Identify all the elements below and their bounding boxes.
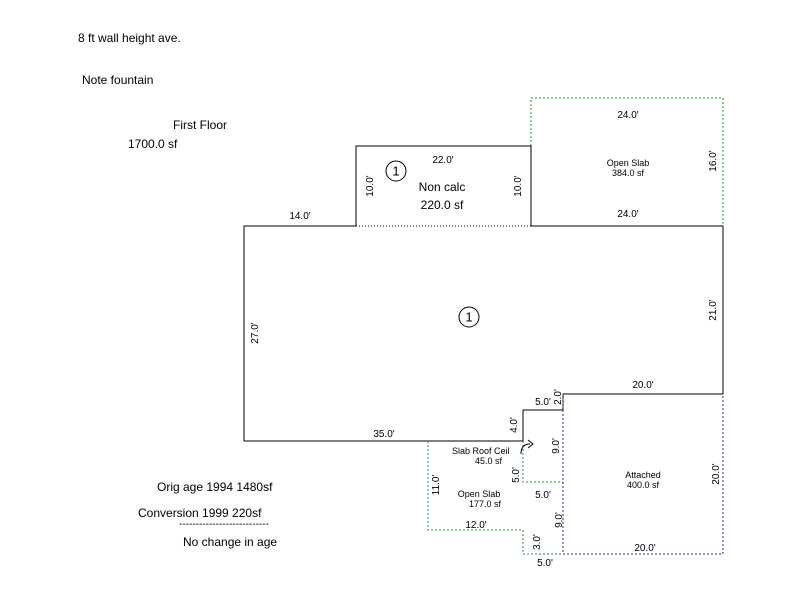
non-calc-marker: 1 — [385, 160, 407, 182]
dim-openslab2-left: 11.0' — [431, 475, 442, 496]
dim-slab-roof-top: 4.0' — [509, 417, 520, 433]
note-separator: --------------------------- — [179, 519, 269, 530]
dim-attached-left: 9.0' — [554, 512, 565, 528]
dim-notch-right: 2.0' — [553, 389, 564, 405]
main-area-marker: 1 — [458, 306, 480, 328]
open-slab-bottom-area — [427, 410, 564, 555]
floor-title: First Floor — [173, 118, 227, 132]
open-slab-top-label: Open Slab — [607, 158, 650, 168]
dim-main-right: 21.0' — [708, 299, 719, 320]
orig-age-note: Orig age 1994 1480sf — [157, 480, 273, 494]
dim-noncalc-top: 22.0' — [432, 155, 453, 166]
dim-main-bottom: 35.0' — [373, 429, 394, 440]
open-slab-top-area-value: 384.0 sf — [612, 168, 645, 178]
dim-main-right-step: 20.0' — [632, 380, 653, 391]
attached-label: Attached — [625, 470, 661, 480]
no-change-note: No change in age — [183, 535, 278, 549]
dim-openslab2-step: 3.0' — [532, 534, 543, 550]
floor-area: 1700.0 sf — [128, 137, 178, 151]
dim-noncalc-left: 10.0' — [365, 175, 376, 196]
dim-attached-bottom: 20.0' — [634, 543, 655, 554]
dim-openslab2-base: 5.0' — [537, 558, 553, 569]
dim-openslab-right: 16.0' — [708, 150, 719, 171]
wall-height-note: 8 ft wall height ave. — [78, 31, 181, 45]
dim-main-top: 14.0' — [289, 211, 310, 222]
dim-slab-roof-right: 9.0' — [551, 438, 562, 454]
dim-openslab2-bottom: 12.0' — [465, 520, 486, 531]
dim-main-left: 27.0' — [250, 322, 261, 343]
fountain-note: Note fountain — [82, 73, 154, 87]
dim-slab-roof-left: 5.0' — [511, 467, 522, 483]
conversion-note: Conversion 1999 220sf — [138, 506, 262, 520]
attached-area-value: 400.0 sf — [627, 480, 660, 490]
svg-text:1: 1 — [465, 310, 472, 325]
non-calc-area: 220.0 sf — [421, 198, 464, 212]
dim-attached-right: 20.0' — [711, 463, 722, 484]
dim-notch-top: 5.0' — [535, 397, 551, 408]
main-building-outline — [243, 145, 724, 442]
dim-openslab-top: 24.0' — [617, 110, 638, 121]
attached-area — [562, 394, 724, 555]
open-slab-bottom-area-value: 177.0 sf — [469, 499, 502, 509]
svg-text:1: 1 — [392, 164, 399, 179]
dim-slab-roof-bottom: 5.0' — [535, 490, 551, 501]
dim-noncalc-right: 10.0' — [513, 175, 524, 196]
slab-roof-area: 45.0 sf — [475, 456, 503, 466]
open-slab-bottom-label: Open Slab — [458, 489, 501, 499]
curved-arrow-icon — [520, 439, 534, 455]
open-slab-top-area — [530, 97, 724, 226]
non-calc-label: Non calc — [419, 180, 466, 194]
slab-roof-label: Slab Roof Ceil — [452, 446, 510, 456]
dim-openslab-bottom: 24.0' — [617, 209, 638, 220]
